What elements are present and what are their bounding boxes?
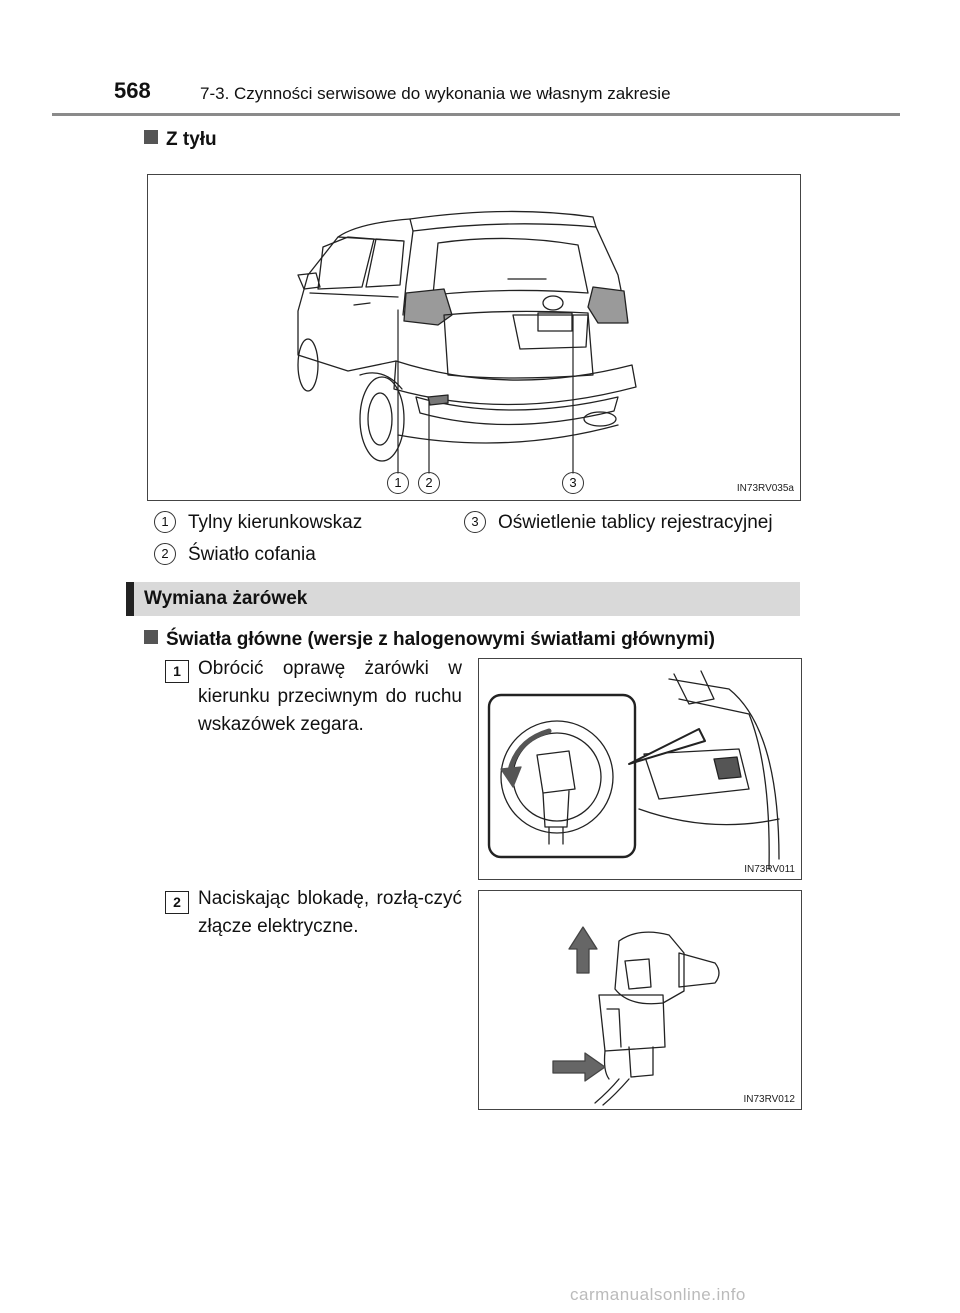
rear-section-heading: Z tyłu <box>144 129 217 151</box>
step-2-figure: IN73RV012 <box>478 890 802 1110</box>
legend-label: Oświetlenie tablicy rejestracyjnej <box>498 512 773 533</box>
legend-label: Tylny kierunkowskaz <box>188 512 363 533</box>
watermark: carmanualsonline.info <box>570 1285 746 1304</box>
callout-2: 2 <box>418 472 440 494</box>
header-divider <box>52 113 900 116</box>
step-number: 2 <box>165 891 189 914</box>
legend-label: Światło cofania <box>188 544 316 565</box>
rear-car-illustration <box>297 210 637 474</box>
banner-accent <box>126 582 134 616</box>
callout-1: 1 <box>387 472 409 494</box>
legend-number: 1 <box>154 511 176 533</box>
rear-section-title: Z tyłu <box>166 129 217 150</box>
page-number: 568 <box>114 78 151 103</box>
step-text: Naciskając blokadę, rozłą-czyć złącze el… <box>198 888 462 937</box>
legend-number: 3 <box>464 511 486 533</box>
step-number: 1 <box>165 660 189 683</box>
legend-item: 3 Oświetlenie tablicy rejestracyjnej <box>464 511 773 534</box>
square-bullet-icon <box>144 630 158 644</box>
section-title: Wymiana żarówek <box>144 588 308 609</box>
headlight-heading: Światła główne (wersje z halogenowymi św… <box>144 629 715 651</box>
legend-item: 2 Światło cofania <box>154 543 316 566</box>
square-bullet-icon <box>144 130 158 144</box>
connector-disconnect-illustration <box>552 926 720 1106</box>
legend-number: 2 <box>154 543 176 565</box>
headlight-bulb-rotation-illustration <box>487 670 780 870</box>
callout-3: 3 <box>562 472 584 494</box>
figure-code: IN73RV011 <box>744 864 795 875</box>
rear-car-figure: 1 2 3 IN73RV035a <box>147 174 801 501</box>
figure-code: IN73RV035a <box>736 483 794 494</box>
step-1-figure: IN73RV011 <box>478 658 802 880</box>
step-text: Obrócić oprawę żarówki w kierunku przeci… <box>198 658 462 735</box>
figure-code: IN73RV012 <box>743 1094 795 1105</box>
legend-item: 1 Tylny kierunkowskaz <box>154 511 362 534</box>
headlight-title: Światła główne (wersje z halogenowymi św… <box>166 629 716 650</box>
chapter-title: 7-3. Czynności serwisowe do wykonania we… <box>200 84 671 103</box>
section-banner: Wymiana żarówek <box>126 582 800 616</box>
